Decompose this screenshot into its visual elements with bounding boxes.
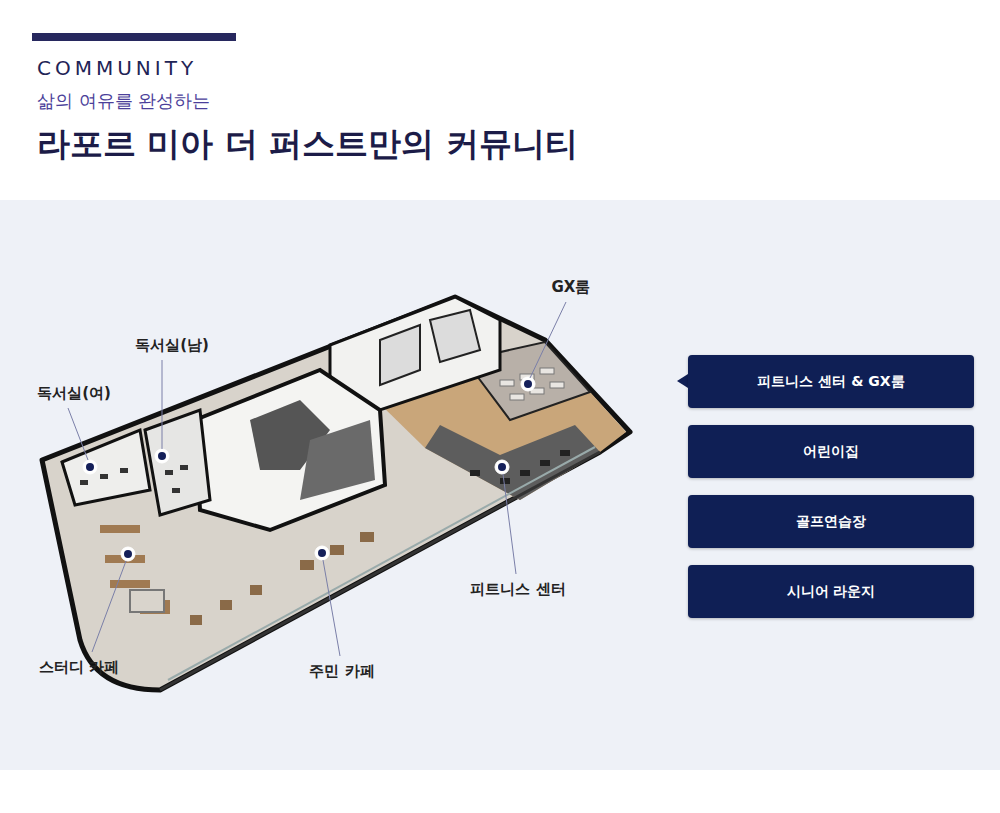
menu-button: 골프연습장 <box>688 495 974 548</box>
button-label: 골프연습장 <box>796 513 866 531</box>
top-bar <box>32 33 236 41</box>
button-label: 피트니스 센터 & GX룸 <box>757 373 904 391</box>
room-callout: 피트니스 센터 <box>470 580 565 599</box>
menu-button: 어린이집 <box>688 425 974 478</box>
button-label: 어린이집 <box>803 443 859 461</box>
room-callout: 스터디 카페 <box>39 658 119 677</box>
room-callout: 독서실(여) <box>37 384 111 403</box>
page-title: 라포르 미아 더 퍼스트만의 커뮤니티 <box>37 122 578 167</box>
menu-button: 피트니스 센터 & GX룸 <box>688 355 974 408</box>
button-label: 시니어 라운지 <box>787 583 876 601</box>
room-callout: 독서실(남) <box>135 336 209 355</box>
section-subtitle: 삶의 여유를 완성하는 <box>37 89 210 113</box>
room-callout: GX룸 <box>552 278 591 297</box>
room-callout: 주민 카페 <box>309 662 374 681</box>
menu-button: 시니어 라운지 <box>688 565 974 618</box>
section-eyebrow: COMMUNITY <box>37 56 197 80</box>
